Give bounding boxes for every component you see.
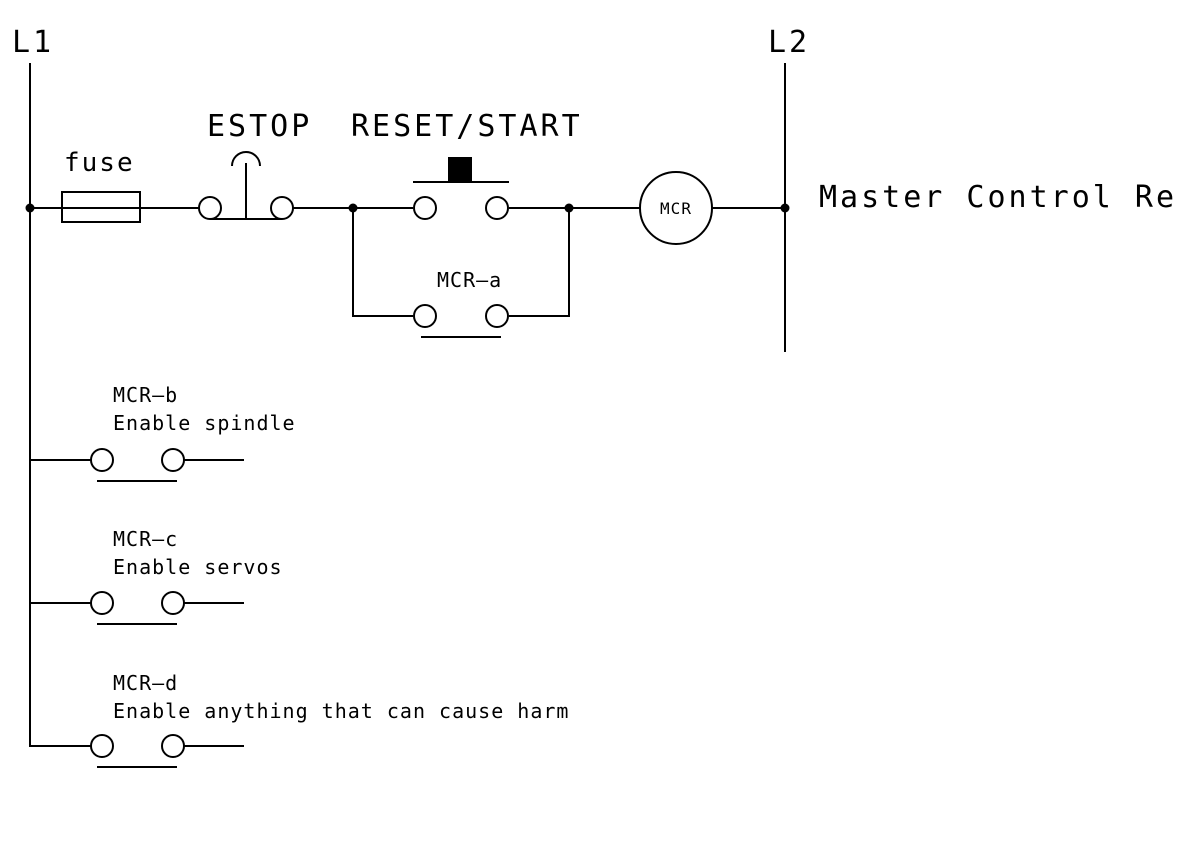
coil-description: Master Control Relay xyxy=(819,180,1177,215)
output-description: Enable servos xyxy=(113,555,283,579)
estop-switch xyxy=(198,151,294,220)
junction-node xyxy=(25,203,35,213)
output-rung-mcr-c xyxy=(30,591,244,625)
reset-start-button xyxy=(413,157,509,220)
fuse-symbol xyxy=(61,191,141,223)
output-rung-mcr-d xyxy=(30,734,244,768)
mcr-coil xyxy=(639,171,713,245)
reset-start-label: RESET/START xyxy=(351,109,583,144)
estop-label: ESTOP xyxy=(207,109,312,144)
output-contact-label: MCR–d xyxy=(113,671,178,695)
junction-node xyxy=(780,203,790,213)
output-rung-mcr-b xyxy=(30,448,244,482)
output-contact-label: MCR–c xyxy=(113,527,178,551)
output-description: Enable anything that can cause harm xyxy=(113,699,569,723)
holding-contact-mcr-a xyxy=(352,208,570,338)
fuse-label: fuse xyxy=(64,148,135,178)
output-description: Enable spindle xyxy=(113,411,296,435)
rail-l2-label: L2 xyxy=(768,25,810,60)
holding-contact-label: MCR–a xyxy=(437,268,502,292)
coil-label: MCR xyxy=(660,199,692,218)
rail-l1-label: L1 xyxy=(12,25,54,60)
output-contact-label: MCR–b xyxy=(113,383,178,407)
